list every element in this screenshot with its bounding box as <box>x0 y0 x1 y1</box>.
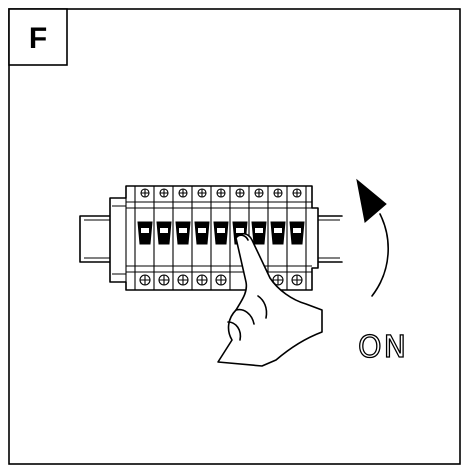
on-label: ON <box>358 330 408 365</box>
din-rail <box>79 215 343 263</box>
step-label: F <box>29 22 47 55</box>
top-terminal-screws <box>140 188 302 198</box>
hand-pointing-icon <box>217 232 323 367</box>
curved-arrow-up-icon <box>356 178 389 297</box>
bottom-terminal-screws <box>139 274 303 286</box>
breaker-levers <box>137 221 305 245</box>
step-label-box: F <box>8 8 68 66</box>
